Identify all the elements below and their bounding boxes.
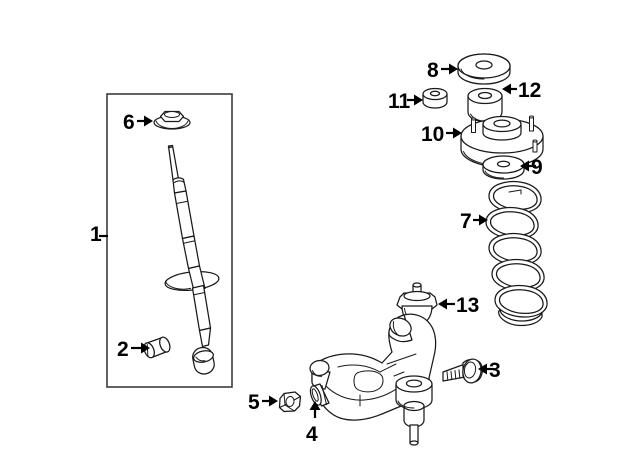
part-shock-absorber-lower-bushing — [143, 336, 171, 359]
part-front-coil-spring — [485, 180, 548, 327]
leader-2 — [131, 342, 150, 354]
callout-label-6: 6 — [123, 111, 135, 134]
callout-label-9: 9 — [531, 156, 543, 179]
part-lower-control-arm-bushing — [309, 383, 330, 407]
callout-label-5: 5 — [248, 391, 260, 414]
leader-13 — [438, 298, 455, 310]
strut-assembly-group-box — [106, 93, 233, 388]
control-arm-balljoint-housing — [395, 375, 433, 446]
callout-label-3: 3 — [489, 359, 501, 382]
leader-5 — [262, 395, 278, 407]
part-strut-mount-spacer — [467, 87, 503, 123]
callout-label-13: 13 — [456, 294, 480, 317]
part-control-arm-nut — [278, 391, 302, 413]
control-arm-front-bushing-eye — [388, 314, 413, 343]
part-lower-control-arm-bolt — [442, 358, 483, 384]
callout-label-8: 8 — [427, 59, 439, 82]
leader-6 — [137, 115, 153, 127]
callout-label-12: 12 — [518, 79, 542, 102]
leader-11 — [407, 94, 423, 106]
callout-label-2: 2 — [117, 338, 129, 361]
part-strut-mount-collar — [422, 87, 448, 109]
leader-8 — [441, 63, 458, 75]
part-strut-support-mount — [460, 115, 544, 168]
leader-10 — [446, 127, 462, 139]
leader-9 — [520, 160, 536, 172]
part-lower-control-arm — [309, 313, 437, 446]
part-shock-absorber-upper-nut — [153, 110, 191, 130]
leader-7 — [473, 214, 488, 226]
part-shock-absorber-assembly — [164, 144, 220, 375]
part-strut-mount-upper-plate — [457, 53, 511, 85]
callout-label-4: 4 — [306, 423, 318, 446]
leader-12 — [502, 83, 517, 95]
callout-label-1: 1 — [90, 223, 102, 246]
callout-label-7: 7 — [460, 210, 472, 233]
leader-3 — [478, 363, 494, 375]
control-arm-rear-bushing-eye — [309, 359, 331, 390]
shock-lower-mount — [192, 346, 215, 375]
part-spring-upper-insulator — [482, 155, 525, 180]
callout-label-10: 10 — [421, 123, 445, 146]
callout-label-11: 11 — [388, 90, 411, 113]
leader-4 — [309, 401, 321, 418]
